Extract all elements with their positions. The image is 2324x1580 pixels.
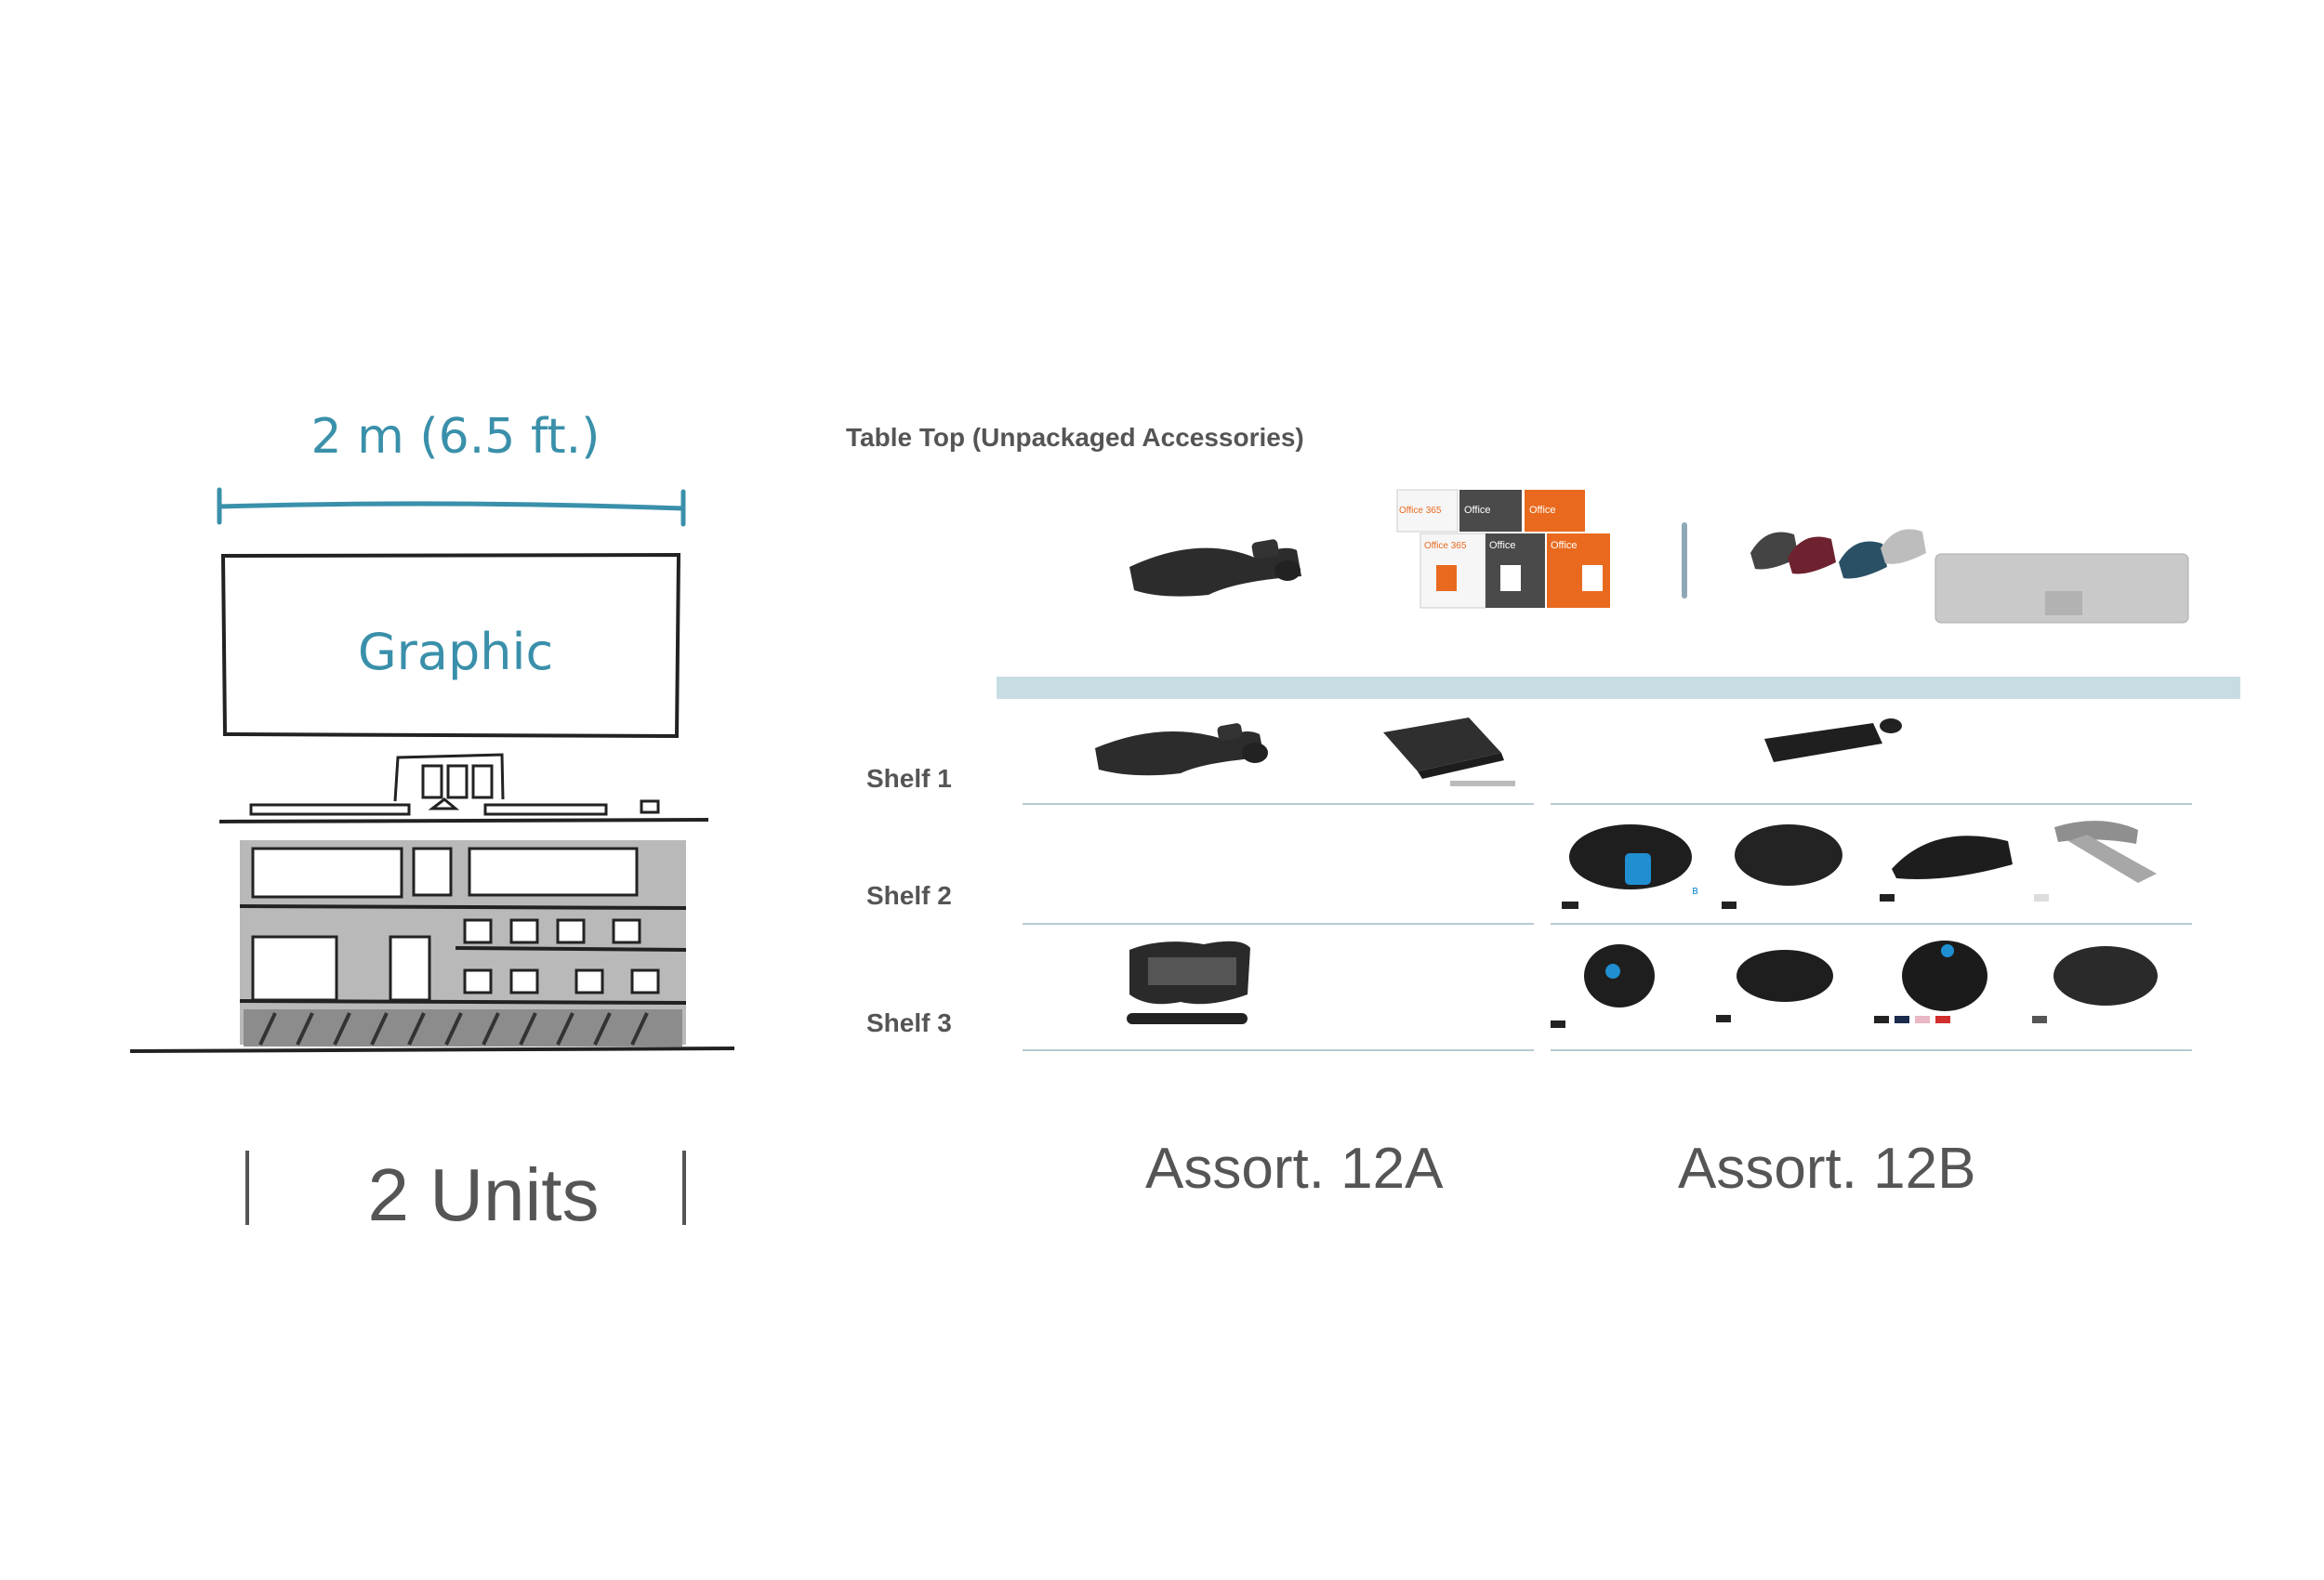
office-box-text-1: Office 365 (1399, 506, 1442, 516)
shelf-3-line-b (1551, 1049, 2192, 1051)
assortment-12b-label: Assort. 12B (1678, 1137, 1976, 1201)
office-box-text-3: Office (1529, 505, 1556, 516)
shelf2-arc-mouse-icon (1880, 836, 2013, 902)
counter-top (218, 818, 709, 823)
office-box-text-4: Office 365 (1424, 541, 1467, 551)
shelf2-mobile-mouse-icon (1722, 824, 1842, 909)
svg-text:ʙ: ʙ (1692, 884, 1698, 897)
tabletop-label: Table Top (Unpackaged Accessories) (846, 423, 1304, 452)
shelf3-wireless-mouse-icon (1716, 950, 1833, 1022)
office-box-text-5: Office (1489, 540, 1516, 551)
shelf3-bluetrack-mouse-icon (1874, 941, 1987, 1023)
shelf-2-label: Shelf 2 (866, 881, 952, 910)
shelf-2-line-b (1551, 923, 2192, 925)
shelf-3-label: Shelf 3 (866, 1008, 952, 1037)
shelf3-comfort-mouse-icon (2032, 946, 2158, 1023)
shelf-3-line-a (1023, 1049, 1534, 1051)
dimension-line (217, 487, 686, 527)
graphic-label: Graphic (357, 623, 554, 681)
floor-line (129, 1047, 735, 1053)
shelf-1-line-b (1551, 803, 2192, 805)
shelf2-surface-arc-mouse-icon (2034, 821, 2157, 902)
office-box-text-2: Office (1464, 505, 1491, 516)
tabletop-surface-keyboard-icon (1934, 553, 2189, 624)
shelf3-natural-keyboard-icon (1127, 941, 1250, 1024)
tabletop-pen-icon (1682, 522, 1687, 599)
units-markers (245, 1151, 686, 1225)
shelf3-sculpt-ergonomic-mouse-icon (1551, 944, 1655, 1028)
shelf-2-line-a (1023, 923, 1534, 925)
graphic-panel (220, 552, 681, 739)
tabletop-office-boxes-icon (1396, 489, 1610, 609)
shelf2-sculpt-comfort-mouse-icon: ʙ (1562, 824, 1698, 909)
tabletop-ergonomic-keyboard-icon (1129, 539, 1301, 597)
assortment-12a-label: Assort. 12A (1145, 1137, 1444, 1201)
shelf-1-line-a (1023, 803, 1534, 805)
shelf1-laptop-icon (1383, 718, 1515, 786)
countertop-items (249, 753, 660, 816)
shelf1-wireless-keyboard-icon (1764, 718, 1902, 762)
shelf-1-label: Shelf 1 (866, 764, 952, 793)
shelf1-ergonomic-keyboard-icon (1095, 723, 1268, 776)
width-dimension-label: 2 m (6.5 ft.) (310, 409, 601, 465)
units-label: 2 Units (367, 1153, 600, 1236)
tabletop-arc-mice-icon (1750, 529, 1926, 579)
tabletop-divider-band (997, 677, 2240, 699)
office-box-text-6: Office (1551, 540, 1578, 551)
